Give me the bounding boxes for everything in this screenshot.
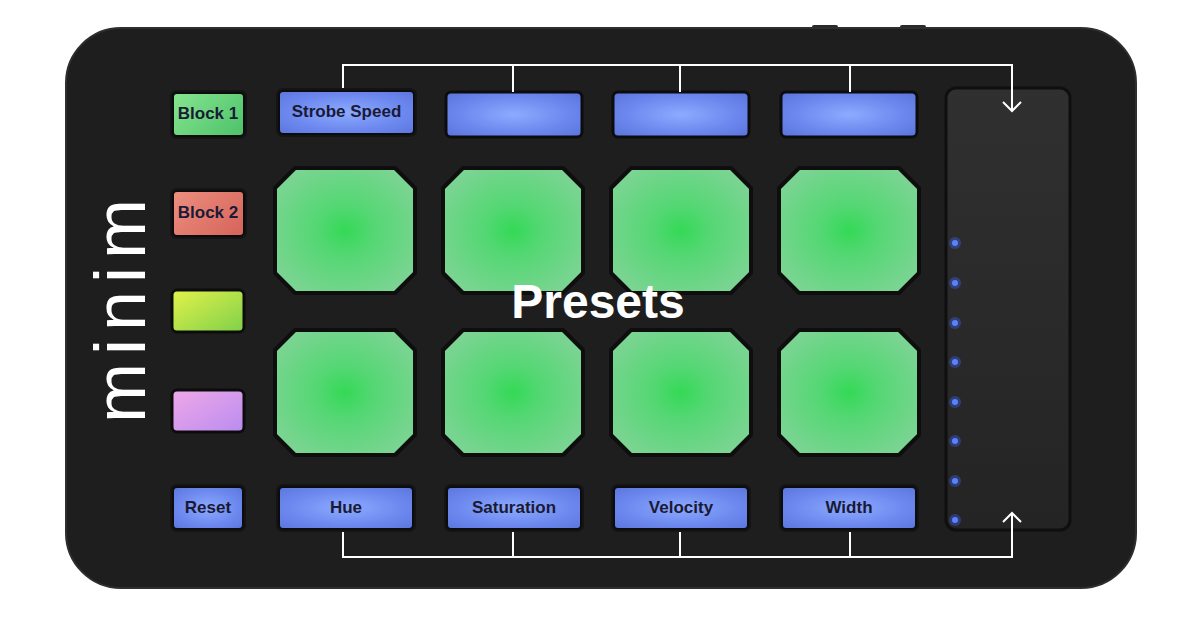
parameter-button: Velocity: [613, 486, 749, 530]
button-label: Block 2: [178, 204, 238, 223]
led: [952, 280, 958, 286]
led: [952, 320, 958, 326]
led-column: [949, 237, 961, 526]
led-glow: [949, 356, 961, 368]
button-label: Block 1: [178, 105, 238, 124]
led: [952, 240, 958, 246]
parameter-button: Saturation: [446, 486, 582, 530]
led-glow: [949, 396, 961, 408]
block-button: Block 2: [172, 190, 245, 237]
parameter-button: Hue: [278, 486, 414, 530]
parameter-button: Strobe Speed: [278, 90, 415, 135]
blank-button: [446, 92, 582, 137]
button-label: Velocity: [649, 499, 713, 518]
bracket-line: [513, 65, 850, 92]
button-label: Hue: [330, 499, 362, 518]
bracket-line: [343, 65, 1012, 111]
drum-pad: [275, 330, 415, 455]
button-label: Strobe Speed: [292, 103, 402, 122]
led: [952, 359, 958, 365]
led-glow: [949, 277, 961, 289]
bracket-line: [513, 530, 850, 557]
blank-button: [613, 92, 749, 137]
bracket: [343, 65, 1021, 557]
button-label: Saturation: [472, 499, 556, 518]
led-glow: [949, 475, 961, 487]
button-label: Width: [825, 499, 872, 518]
blank-button: [172, 290, 244, 332]
drum-pad: [779, 330, 919, 455]
led: [952, 478, 958, 484]
led-glow: [949, 237, 961, 249]
touch-strip: [946, 88, 1070, 530]
led: [952, 399, 958, 405]
button-label: Reset: [185, 499, 231, 518]
led-glow: [949, 317, 961, 329]
drum-pad: [611, 168, 751, 293]
drum-pad: [611, 330, 751, 455]
arrowhead: [1003, 513, 1021, 522]
device-housing: [66, 28, 1136, 588]
parameter-button: Width: [781, 486, 917, 530]
drum-pad: [779, 168, 919, 293]
block-button: Block 1: [172, 92, 245, 137]
blank-button: [172, 390, 244, 432]
led-glow: [949, 435, 961, 447]
drum-pad: [443, 330, 583, 455]
blank-button: [781, 92, 917, 137]
arrowhead: [1003, 102, 1021, 111]
reset-button: Reset: [172, 486, 244, 530]
brand-logo: minim: [84, 191, 156, 423]
led-glow: [949, 514, 961, 526]
drum-pad: [275, 168, 415, 293]
led: [952, 517, 958, 523]
drum-pad: [443, 168, 583, 293]
section-label: Presets: [511, 278, 684, 326]
led: [952, 438, 958, 444]
pad-grid: [275, 168, 919, 455]
